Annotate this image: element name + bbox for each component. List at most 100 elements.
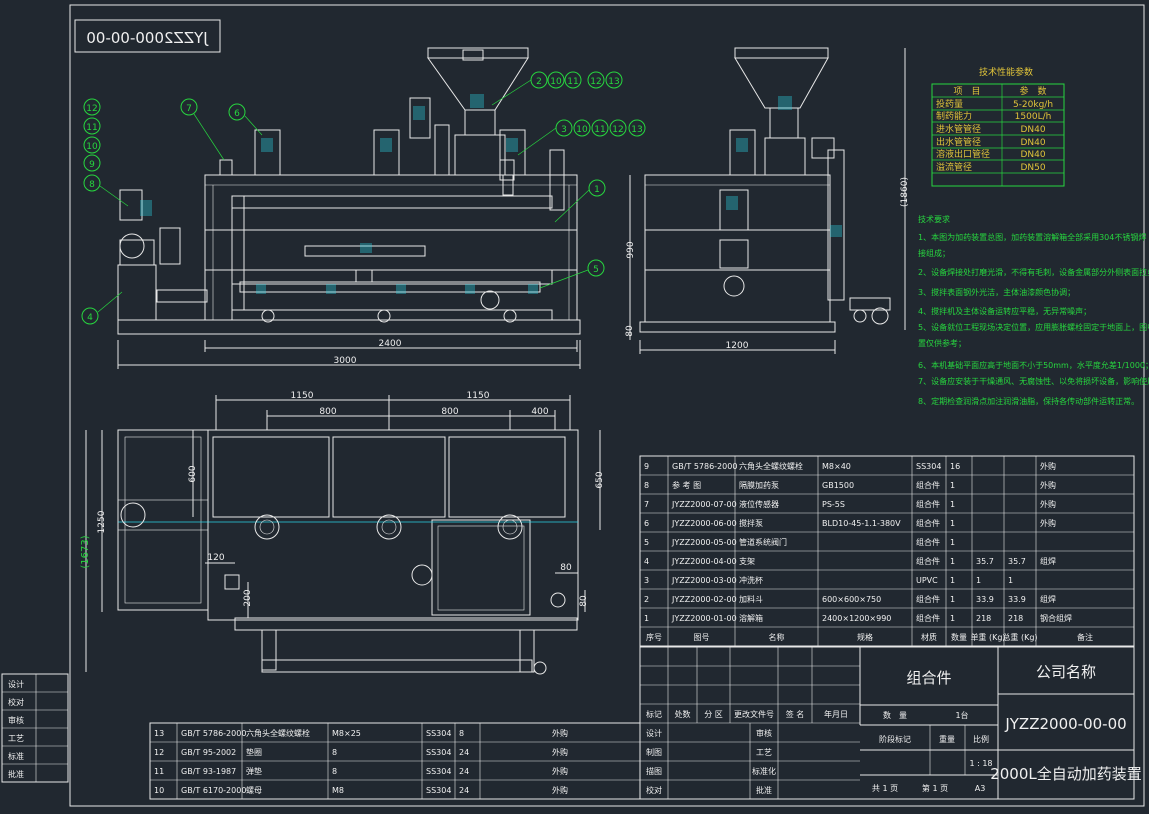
bom-lower-cell: 8 [332, 748, 337, 757]
bom-cell: 2 [644, 595, 649, 604]
bom-cell: 1 [950, 481, 955, 490]
bom-cell: 600×600×750 [822, 595, 881, 604]
svg-text:2、设备焊接处打磨光滑，不得有毛刺，设备金属部分外侧表面拉丝: 2、设备焊接处打磨光滑，不得有毛刺，设备金属部分外侧表面拉丝； [918, 267, 1149, 277]
dim-1150-left: 1150 [291, 391, 314, 401]
bom-lower-cell: SS304 [426, 729, 451, 738]
bom-cell: 1 [644, 614, 649, 623]
sheet-frame [69, 4, 1145, 807]
bom-cell: 35.7 [976, 557, 994, 566]
dim-1860: (1860) [900, 177, 910, 207]
dim-3000: 3000 [334, 356, 357, 366]
bom-cell: 33.9 [976, 595, 994, 604]
bom-cell: 218 [976, 614, 991, 623]
bom-cell: 1 [950, 557, 955, 566]
dim-2400: 2400 [379, 339, 402, 349]
role-label-right: 标准化 [752, 766, 776, 776]
bom-cell: 液位传感器 [739, 499, 779, 509]
bom-lower-cell: GB/T 5786-2000 [181, 729, 246, 738]
bom-cell: 1 [950, 614, 955, 623]
side-role-4: 工艺 [8, 734, 24, 743]
bom-cell: 9 [644, 462, 649, 471]
title-drawing-number: JYZZ2000-00-00 [1004, 715, 1126, 733]
bom-cell: PS-5S [822, 500, 845, 509]
bom-cell: 冲洗杯 [739, 575, 763, 585]
bom-cell: 组合件 [916, 556, 940, 566]
svg-text:DN50: DN50 [1020, 163, 1045, 173]
bom-cell: GB1500 [822, 481, 854, 490]
bom-lower-cell: 外购 [552, 785, 568, 795]
svg-text:7、设备应安装于干燥通风、无腐蚀性、以免将损坏设备，影响使用: 7、设备应安装于干燥通风、无腐蚀性、以免将损坏设备，影响使用； [918, 376, 1149, 386]
bom-cell: 组合件 [916, 537, 940, 547]
bom-header-cell: 序号 [646, 632, 662, 642]
dim-200: 200 [243, 589, 253, 606]
svg-text:6: 6 [234, 109, 240, 119]
dim-1250: 1250 [97, 510, 107, 533]
dim-990: 990 [626, 241, 636, 258]
bom-cell: JYZZ2000-07-00 [671, 500, 737, 509]
bom-lower-cell: 外购 [552, 747, 568, 757]
svg-text:12: 12 [590, 77, 601, 87]
tech-req-title: 技术要求 [918, 214, 950, 224]
side-view: 990 80 1200 (1860) [625, 47, 910, 354]
svg-text:6、本机基础平面应高于地面不小于50mm，水平度允差1/10: 6、本机基础平面应高于地面不小于50mm，水平度允差1/1000； [918, 360, 1149, 370]
bom-cell: 外购 [1040, 518, 1056, 528]
bom-cell: 隔膜加药泵 [739, 480, 779, 490]
bom-cell: 组合件 [916, 499, 940, 509]
role-label-left: 设计 [646, 728, 662, 738]
bom-lower-cell: M8×25 [332, 729, 361, 738]
bom-cell: 8 [644, 481, 649, 490]
svg-text:1: 1 [594, 185, 600, 195]
revision-grid: 标记处数分 区更改文件号签 名年月日设计制图描图校对审核工艺标准化批准 [640, 647, 860, 799]
svg-text:参 数: 参 数 [1019, 85, 1046, 97]
rev-col-label: 处数 [675, 709, 691, 719]
drawing-number-mirrored: JYZZ2000-00-00 [86, 29, 208, 47]
svg-text:接组成；: 接组成； [918, 248, 950, 258]
dim-1673: (1673) [80, 535, 91, 568]
bom-cell: 218 [1008, 614, 1023, 623]
bom-lower-cell: 11 [154, 767, 164, 776]
bom-header-cell: 规格 [857, 632, 873, 642]
dim-800-left: 800 [319, 407, 336, 417]
svg-text:1、本图为加药装置总图，加药装置溶解箱全部采用304不锈钢焊: 1、本图为加药装置总图，加药装置溶解箱全部采用304不锈钢焊 [918, 232, 1146, 242]
bom-lower-cell: GB/T 93-1987 [181, 767, 236, 776]
side-role-6: 批准 [8, 769, 24, 779]
bom-cell: 1 [950, 500, 955, 509]
bom-cell: JYZZ2000-06-00 [671, 519, 737, 528]
bom-lower-cell: M8 [332, 786, 344, 795]
svg-text:8: 8 [89, 180, 95, 190]
svg-text:5: 5 [593, 265, 599, 275]
bom-lower-cell: 10 [154, 786, 164, 795]
bom-cell: 35.7 [1008, 557, 1026, 566]
dim-80-side: 80 [625, 325, 635, 337]
bom-lower-cell: 垫圈 [246, 747, 262, 757]
svg-text:8、定期检查润滑点加注润滑油脂，保持各传动部件运转正常。: 8、定期检查润滑点加注润滑油脂，保持各传动部件运转正常。 [918, 396, 1139, 406]
bom-cell: GB/T 5786-2000 [672, 462, 737, 471]
bom-cell: 2400×1200×990 [822, 614, 891, 623]
bom-cell: SS304 [916, 462, 941, 471]
bom-cell: 组合件 [916, 594, 940, 604]
bom-lower-cell: SS304 [426, 767, 451, 776]
svg-text:DN40: DN40 [1020, 138, 1045, 148]
svg-text:3: 3 [561, 125, 567, 135]
svg-text:13: 13 [608, 77, 619, 87]
bom-lower-cell: 24 [459, 748, 469, 757]
bom-cell: 16 [950, 462, 960, 471]
bom-cell: JYZZ2000-04-00 [671, 557, 737, 566]
bom-cell: 参 考 图 [672, 480, 701, 490]
bom-cell: 7 [644, 500, 649, 509]
svg-text:10: 10 [576, 125, 588, 135]
drawing-number-box [74, 19, 221, 53]
svg-text:12: 12 [86, 104, 97, 114]
svg-text:共 1 页: 共 1 页 [872, 784, 898, 793]
svg-text:12: 12 [612, 125, 623, 135]
rev-col-label: 标记 [646, 709, 662, 719]
rev-col-label: 更改文件号 [734, 709, 774, 719]
bom-lower-cell: 8 [459, 729, 464, 738]
bom-cell: JYZZ2000-01-00 [671, 614, 737, 623]
svg-text:比例: 比例 [973, 734, 989, 744]
tech-params-title: 技术性能参数 [979, 66, 1033, 78]
svg-text:9: 9 [89, 160, 95, 170]
svg-text:数 量: 数 量 [883, 710, 907, 720]
